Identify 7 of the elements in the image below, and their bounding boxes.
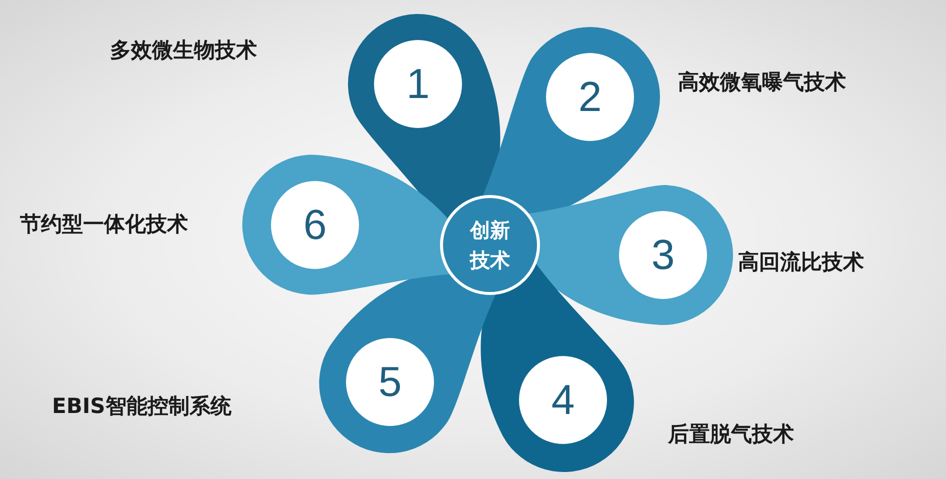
technology-label: 后置脱气技术 (668, 421, 794, 448)
technology-label: 节约型一体化技术 (20, 211, 188, 238)
technology-label: 高回流比技术 (738, 249, 864, 276)
technology-label: 多效微生物技术 (110, 37, 257, 64)
technology-label: EBIS智能控制系统 (52, 393, 232, 420)
technology-label: 高效微氧曝气技术 (678, 69, 846, 96)
center-label: 创新技术 (469, 217, 511, 274)
